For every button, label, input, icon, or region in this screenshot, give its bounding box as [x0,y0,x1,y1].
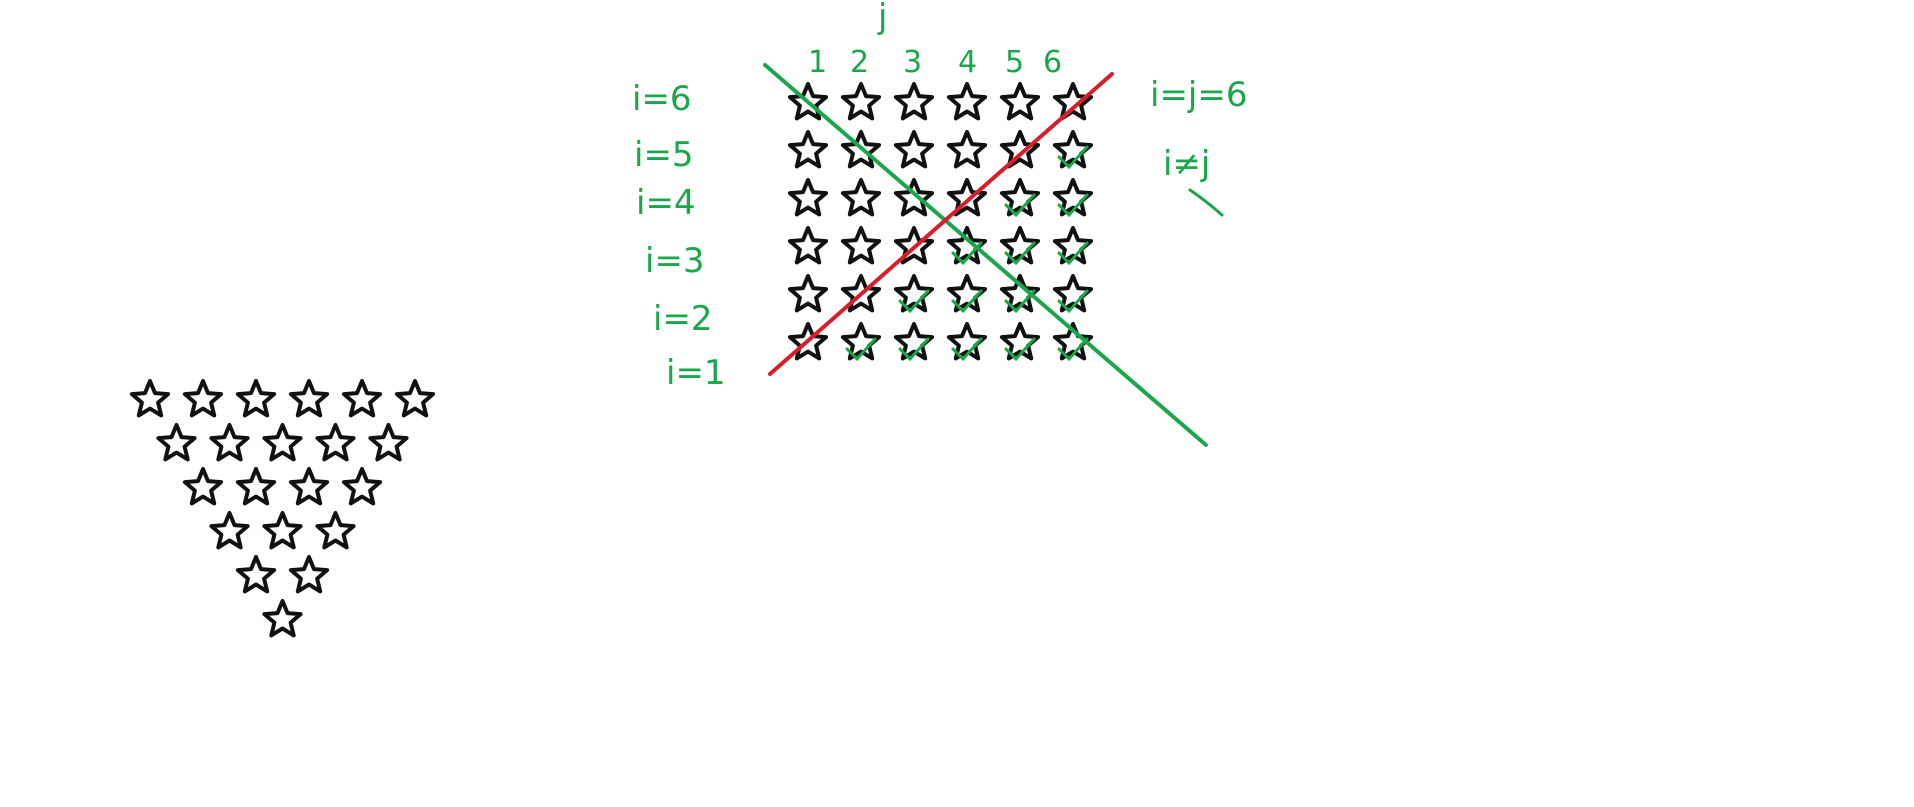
triangle-star [288,379,330,418]
triangle-star [315,511,356,550]
grid-star [1052,322,1094,361]
check-mark [1004,193,1036,218]
triangle-star [262,599,303,638]
column-label-6: 6 [1043,45,1062,80]
triangle-star [182,379,224,418]
grid-star [893,226,935,265]
triangle-star [315,423,356,462]
check-mark [1057,289,1089,314]
triangle-star [235,379,277,418]
grid-star [946,178,988,217]
column-label-3: 3 [903,45,922,80]
note-i-not-equal-j: i≠j [1163,144,1210,184]
column-label-5: 5 [1005,45,1024,80]
note-scribble [1188,188,1224,217]
check-mark [951,241,983,266]
check-mark [898,337,930,362]
triangle-star [288,467,330,506]
grid-star [840,322,882,361]
grid-star [787,130,829,169]
triangle-star [235,555,277,594]
grid-star [999,274,1041,313]
grid-star [999,178,1041,217]
row-label-6: i=6 [632,79,692,119]
check-mark [1004,337,1036,362]
row-label-1: i=1 [666,353,726,393]
green-diagonal-line [763,63,1208,447]
grid-star [840,178,882,217]
grid-star [1052,226,1094,265]
triangle-star [262,423,303,462]
triangle-star [288,555,330,594]
grid-star [840,130,882,169]
grid-star [946,82,988,121]
row-label-5: i=5 [634,135,694,175]
grid-star [840,226,882,265]
note-i-equals-j-equals-6: i=j=6 [1150,75,1248,115]
check-marks [845,145,1089,362]
grid-star [893,274,935,313]
grid-star [1052,178,1094,217]
check-mark [898,289,930,314]
grid-star [840,82,882,121]
triangle-star [182,467,224,506]
column-label-2: 2 [850,45,869,80]
triangle-star [235,467,277,506]
grid-star [893,322,935,361]
grid-star [893,130,935,169]
grid-star [787,82,829,121]
check-mark [1057,337,1089,362]
triangle-star [129,379,171,418]
check-mark [951,289,983,314]
grid-star [1052,82,1094,121]
triangle-star [341,467,383,506]
column-label-1: 1 [808,45,827,80]
row-label-2: i=2 [653,299,713,339]
grid-star [787,274,829,313]
check-mark [1057,241,1089,266]
grid-star [840,274,882,313]
grid-star [999,130,1041,169]
grid-star [893,82,935,121]
row-label-4: i=4 [636,183,696,223]
grid-star [946,226,988,265]
top-j-label: j [877,0,887,37]
grid-star [787,178,829,217]
grid-star [946,274,988,313]
grid-star [787,322,829,361]
triangle-star [368,423,409,462]
triangle-star [394,379,436,418]
star-triangle [129,379,436,638]
grid-star [1052,130,1094,169]
check-mark [845,337,877,362]
triangle-star [262,511,303,550]
grid-star [1052,274,1094,313]
grid-star [946,130,988,169]
check-mark [1004,241,1036,266]
row-label-3: i=3 [645,241,705,281]
triangle-star [209,511,250,550]
triangle-star [341,379,383,418]
grid-star [999,322,1041,361]
grid-star [893,178,935,217]
triangle-star [156,423,197,462]
grid-star [787,226,829,265]
column-label-4: 4 [958,45,977,80]
grid-star [999,82,1041,121]
check-mark [1057,145,1089,170]
check-mark [1057,193,1089,218]
grid-star [946,322,988,361]
grid-star [999,226,1041,265]
check-mark [1004,289,1036,314]
red-diagonal-line [768,72,1114,376]
triangle-star [209,423,250,462]
check-mark [951,337,983,362]
